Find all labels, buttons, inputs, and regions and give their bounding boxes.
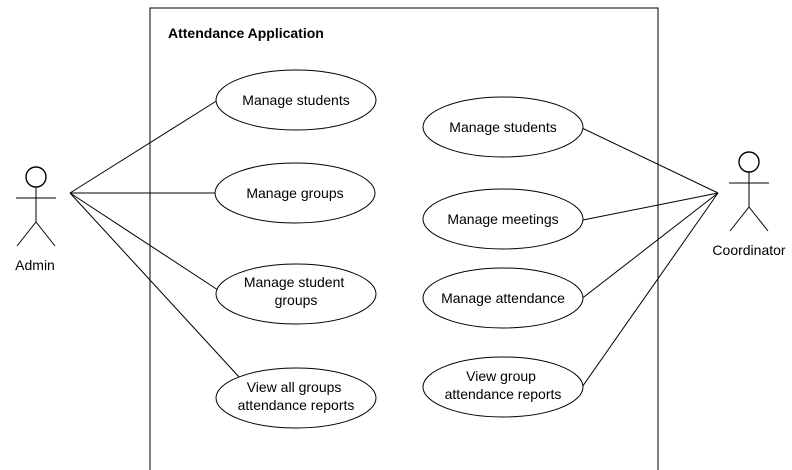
- use-case-label: View group attendance reports: [445, 368, 562, 402]
- association-line: [582, 192, 719, 221]
- association-line: [69, 192, 219, 291]
- use-case-view-all-groups-attendance-reports[interactable]: View all groups attendance reports: [215, 367, 377, 429]
- use-case-label: Manage students: [242, 92, 349, 108]
- actor-label: Coordinator: [712, 242, 785, 258]
- association-line: [579, 192, 719, 391]
- use-case-manage-attendance[interactable]: Manage attendance: [422, 267, 584, 329]
- admin-associations: [69, 99, 241, 379]
- system-title: Attendance Application: [168, 25, 324, 41]
- actor-label: Admin: [15, 257, 55, 273]
- association-line: [69, 192, 241, 379]
- use-case-manage-groups[interactable]: Manage groups: [214, 162, 376, 224]
- use-case-label: Manage meetings: [447, 211, 558, 227]
- use-case-label: Manage students: [449, 119, 556, 135]
- use-case-label: Manage student groups: [244, 274, 348, 308]
- actor-coordinator[interactable]: Coordinator: [712, 151, 786, 258]
- use-case-manage-meetings[interactable]: Manage meetings: [422, 188, 584, 250]
- use-case-label: Manage groups: [246, 185, 343, 201]
- use-case-manage-student-groups[interactable]: Manage student groups: [215, 263, 377, 325]
- use-case-view-group-attendance-reports[interactable]: View group attendance reports: [422, 356, 584, 418]
- association-line: [69, 99, 219, 194]
- stick-figure-icon: [16, 166, 56, 247]
- use-case-manage-students[interactable]: Manage students: [215, 69, 377, 131]
- association-line: [579, 126, 719, 194]
- use-case-label: View all groups attendance reports: [238, 379, 355, 413]
- association-line: [579, 192, 719, 301]
- stick-figure-icon: [729, 151, 769, 232]
- actor-admin[interactable]: Admin: [15, 166, 56, 273]
- use-case-coordinator-manage-students[interactable]: Manage students: [422, 96, 584, 158]
- use-case-label: Manage attendance: [441, 290, 565, 306]
- coordinator-associations: [579, 126, 719, 391]
